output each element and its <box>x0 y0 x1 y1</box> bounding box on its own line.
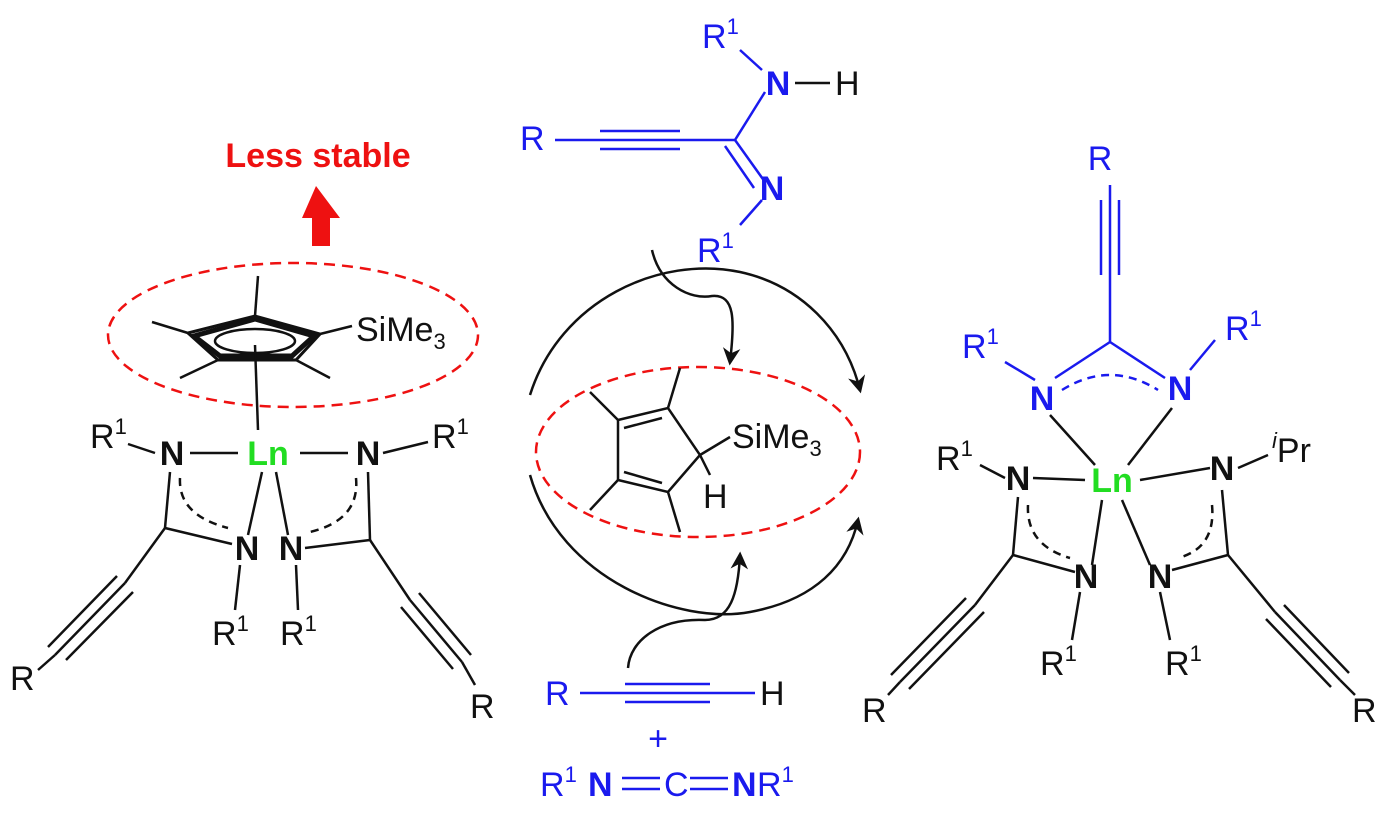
svg-text:R1: R1 <box>697 228 734 270</box>
svg-text:R1: R1 <box>757 762 794 804</box>
right-complex: R R1 R1 N N Ln <box>862 140 1377 730</box>
svg-text:R1: R1 <box>540 762 577 804</box>
svg-text:N: N <box>160 435 185 473</box>
cph-highlight <box>534 365 862 539</box>
middle-reagents: R N H R1 N R1 SiMe3 H <box>520 14 866 804</box>
svg-text:R1: R1 <box>432 414 469 456</box>
svg-text:H: H <box>703 478 728 516</box>
left-cp-highlight <box>106 261 480 409</box>
svg-text:+: + <box>648 720 668 758</box>
svg-text:N: N <box>1148 558 1173 596</box>
svg-text:R1: R1 <box>702 14 739 56</box>
svg-text:N: N <box>760 170 785 208</box>
svg-text:R: R <box>1352 692 1377 730</box>
svg-text:R1: R1 <box>280 611 317 653</box>
svg-text:N: N <box>356 435 381 473</box>
svg-text:R1: R1 <box>936 436 973 478</box>
left-complex: Less stable SiMe3 Ln <box>10 137 495 726</box>
svg-text:SiMe3: SiMe3 <box>356 311 446 354</box>
svg-text:N: N <box>235 530 260 568</box>
svg-text:H: H <box>835 65 860 103</box>
svg-text:N: N <box>732 766 757 804</box>
svg-text:R: R <box>470 688 495 726</box>
svg-text:R: R <box>862 692 887 730</box>
svg-text:R1: R1 <box>1165 641 1202 683</box>
svg-text:N: N <box>1030 380 1055 418</box>
svg-text:R: R <box>1088 140 1113 178</box>
svg-text:R: R <box>545 675 570 713</box>
svg-text:R1: R1 <box>90 414 127 456</box>
svg-text:R1: R1 <box>212 611 249 653</box>
svg-text:N: N <box>588 766 613 804</box>
svg-text:iPr: iPr <box>1272 428 1311 470</box>
right-ln-label: Ln <box>1091 462 1133 500</box>
svg-text:C: C <box>664 766 689 804</box>
svg-text:N: N <box>1210 450 1235 488</box>
svg-text:R: R <box>520 120 545 158</box>
svg-text:SiMe3: SiMe3 <box>732 418 822 461</box>
svg-text:H: H <box>760 675 785 713</box>
svg-text:R1: R1 <box>962 324 999 366</box>
svg-text:R1: R1 <box>1040 641 1077 683</box>
svg-text:N: N <box>1168 370 1193 408</box>
cp-ring <box>151 275 353 431</box>
svg-text:N: N <box>1006 460 1031 498</box>
less-stable-label: Less stable <box>225 137 410 175</box>
left-ln-label: Ln <box>247 435 289 473</box>
svg-text:N: N <box>766 65 791 103</box>
svg-text:N: N <box>1074 558 1099 596</box>
svg-text:R: R <box>10 660 35 698</box>
svg-text:R1: R1 <box>1225 306 1262 348</box>
red-up-arrow <box>302 186 340 246</box>
svg-text:N: N <box>279 530 304 568</box>
